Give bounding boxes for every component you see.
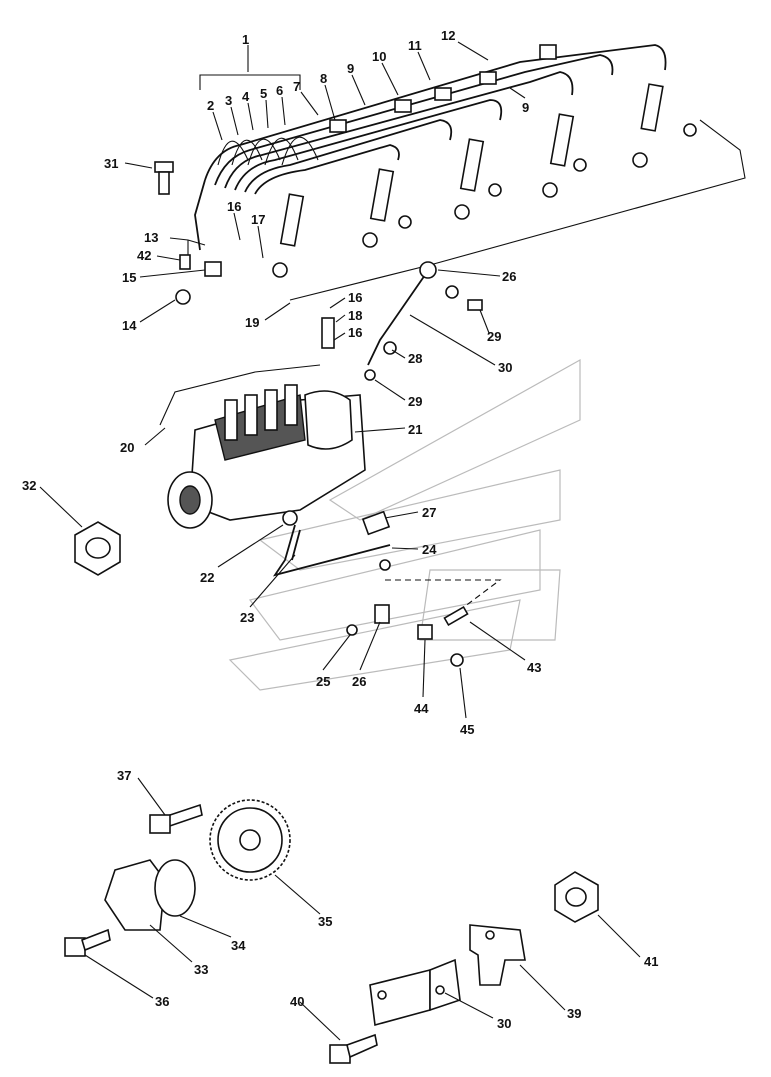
callout-26b: 26 — [352, 674, 366, 689]
callout-28: 28 — [408, 351, 422, 366]
callout-25: 25 — [316, 674, 330, 689]
callout-44: 44 — [414, 701, 429, 716]
cover-plate — [104, 859, 166, 931]
washer — [364, 369, 376, 381]
callout-35: 35 — [318, 914, 332, 929]
callout-39: 39 — [567, 1006, 581, 1021]
callout-31: 31 — [104, 156, 118, 171]
fuel-line-assembly — [272, 510, 502, 667]
callout-21: 21 — [408, 422, 422, 437]
callout-33: 33 — [194, 962, 208, 977]
callout-18: 18 — [348, 308, 362, 323]
washer — [445, 285, 459, 299]
callout-4: 4 — [242, 89, 250, 104]
callout-5: 5 — [260, 86, 267, 101]
injector-pipe-assembly — [154, 44, 746, 381]
callout-23: 23 — [240, 610, 254, 625]
banjo-fitting — [204, 261, 222, 277]
callout-41: 41 — [644, 954, 658, 969]
callout-labels: 1 2 3 4 5 6 7 8 9 10 11 12 9 31 16 17 13… — [22, 28, 658, 1031]
callout-29b: 29 — [408, 394, 422, 409]
callout-16b: 16 — [348, 290, 362, 305]
callout-8: 8 — [320, 71, 327, 86]
drive-gear — [209, 799, 291, 881]
callout-7: 7 — [293, 79, 300, 94]
callout-12: 12 — [441, 28, 455, 43]
hex-nut-41 — [554, 871, 599, 923]
washer — [179, 254, 191, 270]
pipe-clamp — [272, 44, 697, 278]
bracket-30 — [369, 958, 461, 1027]
callout-32: 32 — [22, 478, 36, 493]
bracket-39 — [469, 924, 526, 986]
callout-42: 42 — [137, 248, 151, 263]
o-ring — [154, 859, 196, 917]
callout-43: 43 — [527, 660, 541, 675]
callout-16c: 16 — [348, 325, 362, 340]
callout-29: 29 — [487, 329, 501, 344]
callout-1: 1 — [242, 32, 249, 47]
callout-11: 11 — [408, 38, 422, 53]
callout-2: 2 — [207, 98, 214, 113]
callout-27: 27 — [422, 505, 436, 520]
hex-nut — [74, 521, 121, 576]
bolt-40 — [329, 1033, 378, 1064]
bolt-37 — [149, 803, 203, 834]
callout-24: 24 — [422, 542, 437, 557]
callout-37: 37 — [117, 768, 131, 783]
banjo-bolt — [467, 299, 483, 311]
leak-off-hose — [321, 317, 335, 349]
callout-14: 14 — [122, 318, 137, 333]
injector — [279, 83, 664, 247]
callout-40: 40 — [290, 994, 304, 1009]
callout-45: 45 — [460, 722, 474, 737]
callout-10: 10 — [372, 49, 386, 64]
bolt-35 — [64, 928, 111, 957]
callout-3: 3 — [225, 93, 232, 108]
callout-26: 26 — [502, 269, 516, 284]
washer — [383, 341, 397, 355]
callout-30b: 30 — [497, 1016, 511, 1031]
callout-6: 6 — [276, 83, 283, 98]
callout-34: 34 — [231, 938, 246, 953]
banjo-bolt — [154, 161, 174, 195]
callout-19: 19 — [245, 315, 259, 330]
callout-22: 22 — [200, 570, 214, 585]
callout-9: 9 — [347, 61, 354, 76]
fuel-pipe — [367, 274, 426, 366]
banjo-fitting — [419, 261, 437, 279]
callout-15: 15 — [122, 270, 136, 285]
callout-13: 13 — [144, 230, 158, 245]
callout-38: 36 — [155, 994, 169, 1009]
callout-17: 17 — [251, 212, 265, 227]
callout-30: 30 — [498, 360, 512, 375]
callout-16: 16 — [227, 199, 241, 214]
watermark-logo — [228, 358, 581, 691]
nut — [175, 289, 191, 305]
leader-lines — [39, 41, 641, 1041]
injection-pump — [159, 364, 366, 529]
callout-9b: 9 — [522, 100, 529, 115]
callout-20: 20 — [120, 440, 134, 455]
